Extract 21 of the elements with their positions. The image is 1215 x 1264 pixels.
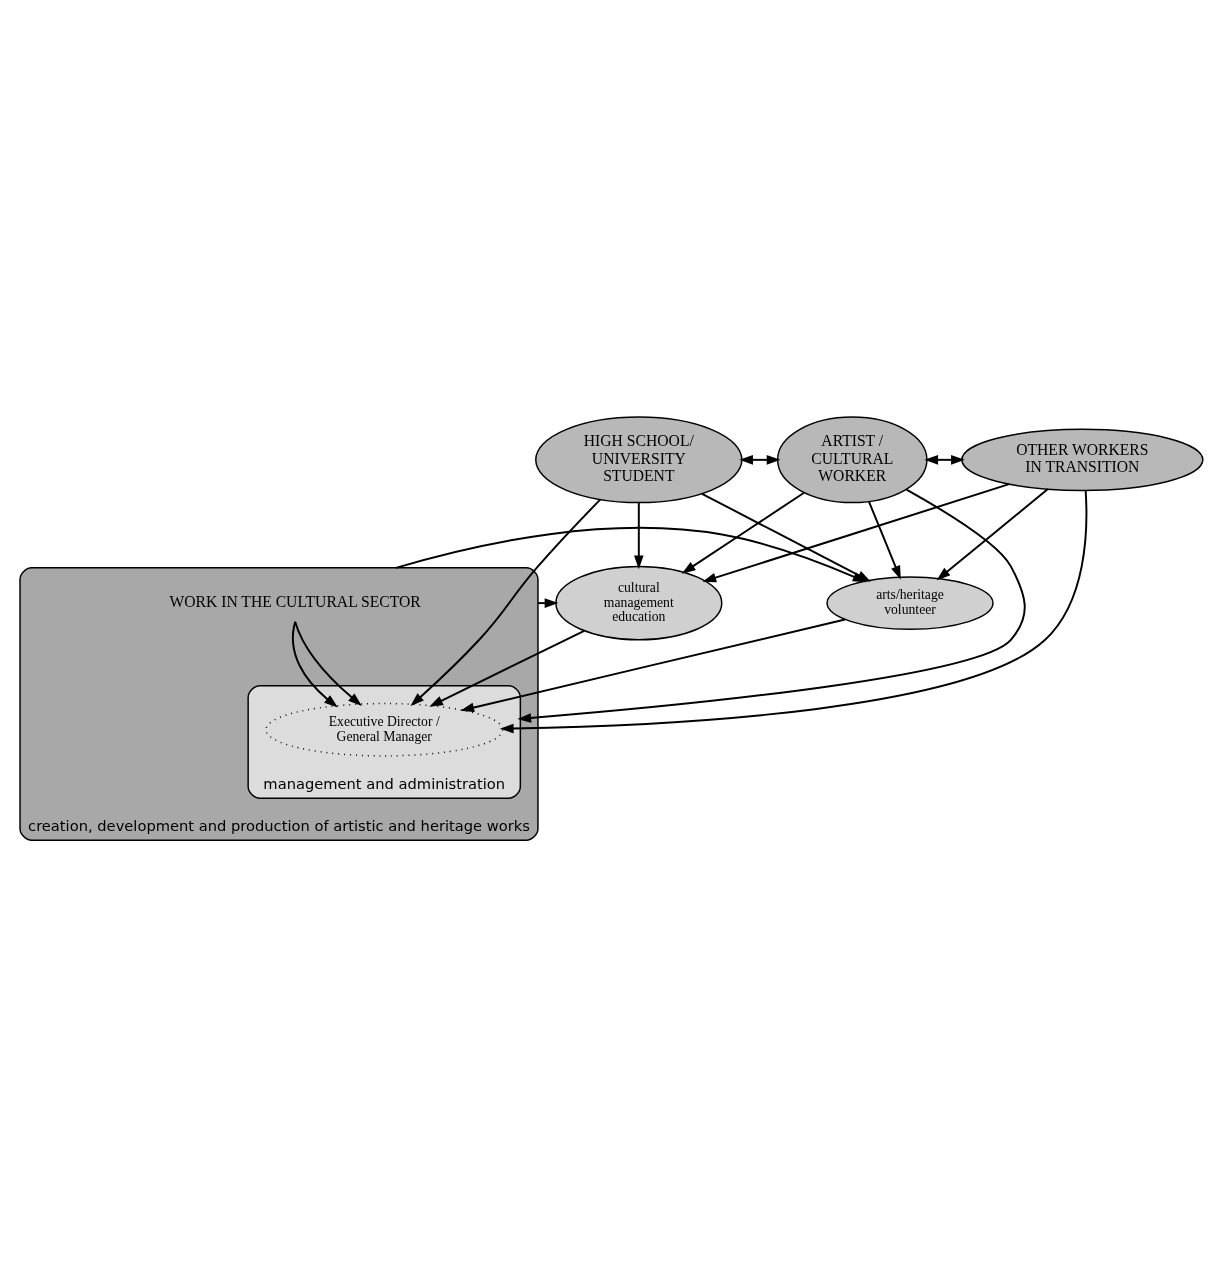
- arrow: [634, 501, 644, 569]
- arrow: [924, 454, 965, 465]
- arrow: [936, 487, 1049, 580]
- arrow: [537, 597, 559, 608]
- node-ellipse: ARTIST / CULTURAL WORKER: [776, 415, 928, 503]
- arrow: [429, 629, 586, 707]
- arrow: [517, 488, 1026, 723]
- arrow: [394, 526, 867, 582]
- node-ellipse: arts/heritage volunteer: [826, 575, 994, 630]
- arrow: [868, 500, 901, 580]
- node-ellipse: cultural management education: [555, 565, 723, 640]
- node-ellipse: HIGH SCHOOL/ UNIVERSITY STUDENT: [535, 415, 743, 503]
- arrow: [739, 454, 781, 465]
- arrow: [294, 620, 362, 706]
- node-text: WORK IN THE CULTURAL SECTOR: [169, 592, 421, 610]
- arrow: [291, 620, 338, 707]
- arrow: [681, 491, 806, 574]
- arrow: [410, 498, 602, 706]
- arrow: [499, 489, 1088, 733]
- arrow: [460, 618, 846, 712]
- node-ellipse: OTHER WORKERS IN TRANSITION: [961, 428, 1204, 491]
